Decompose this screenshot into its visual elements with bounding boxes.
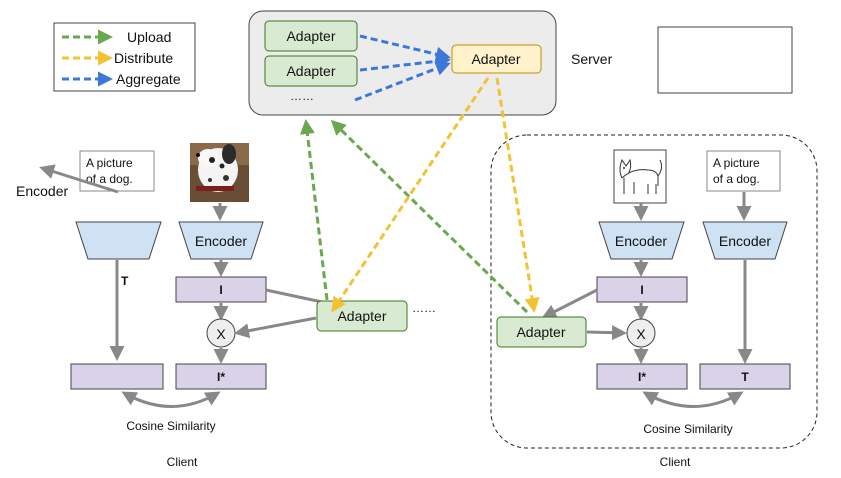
distribute-arrow-left — [331, 77, 490, 313]
cat-sketch-image — [613, 149, 667, 204]
right-text-encoder-label: Encoder — [719, 233, 771, 249]
legend-upload-label: Upload — [127, 29, 171, 45]
server-aggregated-adapter — [451, 44, 542, 74]
right-adapted-feature-label: I* — [638, 370, 646, 384]
server-adapter-2 — [264, 55, 358, 87]
left-adapter-label: Adapter — [337, 308, 386, 324]
right-client: A picture of a dog. Encoder Encoder I Ad… — [490, 134, 818, 469]
left-similarity-arc — [121, 391, 221, 408]
right-similarity-label: Cosine Similarity — [643, 422, 732, 436]
upload-arrow-left — [299, 119, 329, 301]
left-text-encoder — [75, 221, 162, 260]
left-text-output-label: T — [121, 274, 129, 288]
left-image-encoder-label: Encoder — [195, 233, 247, 249]
legend-aggregate-label: Aggregate — [116, 71, 181, 87]
left-image-feature-label: I — [219, 283, 222, 297]
right-image-encoder-label: Encoder — [615, 233, 667, 249]
distribute-arrow-right — [495, 77, 540, 313]
right-client-label: Client — [660, 455, 691, 469]
server-ellipsis: …… — [290, 89, 314, 103]
left-adapted-feature — [175, 363, 267, 390]
right-caption-box — [706, 150, 781, 192]
aggregate-arrow-1 — [359, 34, 451, 62]
server-adapter-2-label: Adapter — [286, 63, 335, 79]
right-text-encoder — [702, 221, 788, 260]
empty-box — [657, 26, 793, 94]
right-multiply-node — [626, 318, 656, 348]
left-caption-line2: of a dog. — [86, 172, 133, 186]
left-client: A picture of a dog. Encoder T Encoder I — [16, 143, 436, 469]
left-adapter-to-multiply-arrow — [234, 316, 317, 339]
left-feature-to-adapter-line — [265, 288, 323, 304]
right-adapted-feature — [596, 363, 688, 390]
left-multiply-symbol: X — [216, 326, 226, 342]
right-text-feature — [699, 363, 791, 390]
left-caption-line1: A picture — [86, 156, 133, 170]
left-image-encoder — [178, 221, 264, 260]
right-client-boundary — [490, 134, 818, 449]
left-encoder-arrow-label: Encoder — [16, 183, 68, 199]
right-image-feature — [596, 276, 688, 303]
left-caption-arrow — [39, 164, 119, 194]
right-image-feature-label: I — [640, 283, 643, 297]
left-client-label: Client — [167, 455, 198, 469]
right-adapter-label: Adapter — [516, 324, 565, 340]
server-adapter-1 — [264, 20, 358, 52]
right-adapter — [496, 316, 587, 348]
left-adapter-ellipsis: …… — [412, 301, 436, 315]
left-adapted-feature-label: I* — [217, 370, 225, 384]
upload-arrow-right — [330, 119, 529, 314]
server-aggregated-adapter-label: Adapter — [471, 51, 520, 67]
server-group: Adapter Adapter …… Adapter Server — [248, 10, 613, 116]
right-caption-line2: of a dog. — [713, 172, 760, 186]
left-text-feature — [70, 363, 164, 390]
right-feature-to-adapter-arrow — [541, 288, 598, 319]
left-image-feature — [175, 276, 267, 303]
right-text-feature-label: T — [741, 370, 749, 384]
right-multiply-symbol: X — [636, 326, 646, 342]
right-caption-line1: A picture — [713, 156, 760, 170]
server-adapter-1-label: Adapter — [286, 28, 335, 44]
legend: Upload Distribute Aggregate — [53, 22, 196, 92]
left-similarity-label: Cosine Similarity — [126, 419, 215, 433]
server-label: Server — [571, 51, 613, 67]
right-adapter-to-multiply-arrow — [586, 325, 627, 341]
right-similarity-arc — [642, 391, 744, 408]
legend-distribute-label: Distribute — [114, 50, 173, 66]
aggregate-arrow-2 — [359, 53, 451, 72]
aggregate-arrow-3 — [354, 61, 451, 102]
dog-image — [190, 143, 249, 202]
right-image-encoder — [598, 221, 685, 260]
